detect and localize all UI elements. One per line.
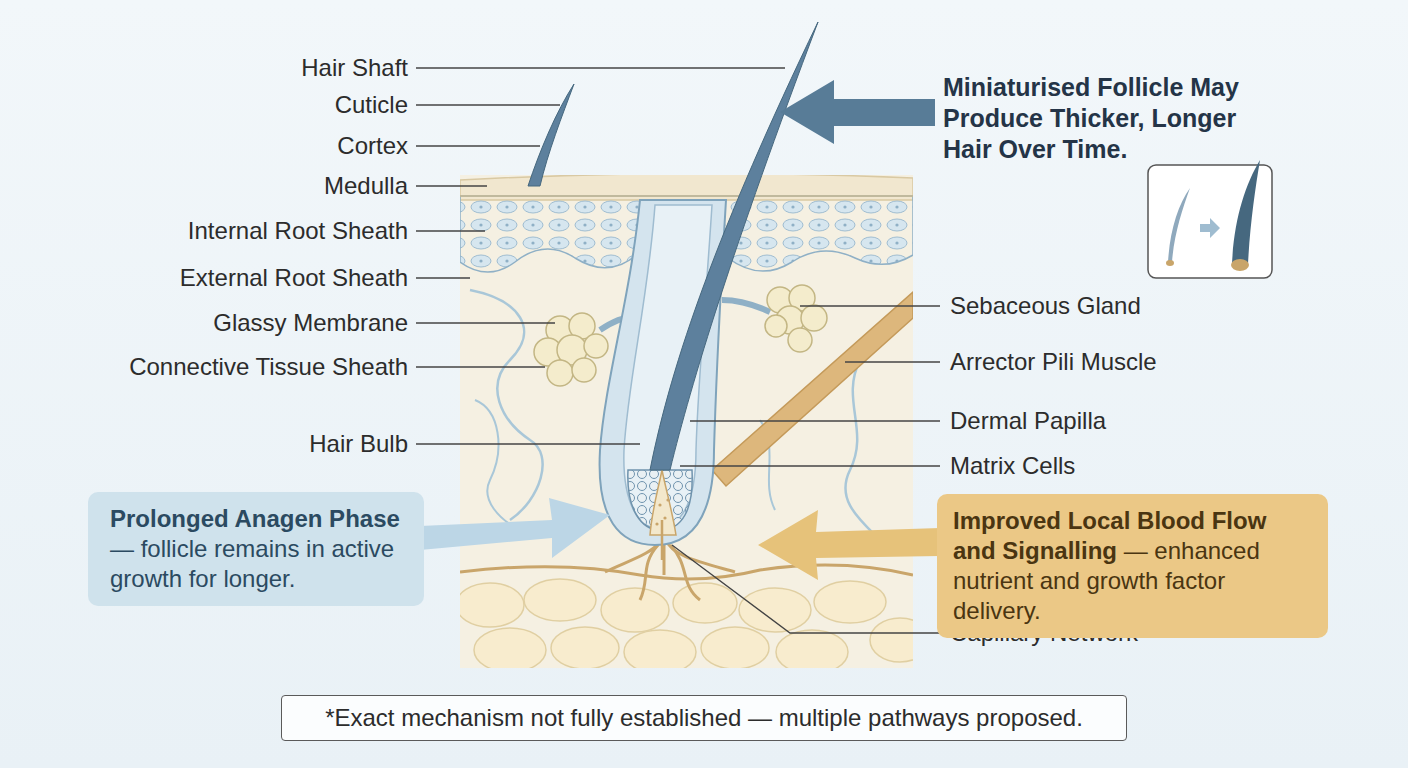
part-label: Hair Shaft — [301, 54, 408, 82]
callout-body: — follicle remains in active growth for … — [110, 535, 394, 592]
callout-body: *Exact mechanism not fully established —… — [325, 704, 1083, 731]
part-label: Matrix Cells — [950, 452, 1075, 480]
blood-flow-callout: Improved Local Blood Flow and Signalling… — [937, 494, 1328, 638]
callout-title: Prolonged Anagen Phase — [110, 505, 400, 532]
part-label: Sebaceous Gland — [950, 292, 1141, 320]
part-label: Medulla — [324, 172, 408, 200]
part-label: Hair Bulb — [309, 430, 408, 458]
part-label: Dermal Papilla — [950, 407, 1106, 435]
part-label: Internal Root Sheath — [188, 217, 408, 245]
anagen-callout: Prolonged Anagen Phase — follicle remain… — [88, 492, 424, 606]
callout-heading: Miniaturised Follicle May Produce Thicke… — [943, 72, 1263, 165]
part-label: Cuticle — [335, 91, 408, 119]
footnote-box: *Exact mechanism not fully established —… — [281, 695, 1127, 741]
part-label: External Root Sheath — [180, 264, 408, 292]
part-label: Connective Tissue Sheath — [129, 353, 408, 381]
part-label: Cortex — [337, 132, 408, 160]
part-label: Arrector Pili Muscle — [950, 348, 1157, 376]
part-label: Glassy Membrane — [213, 309, 408, 337]
